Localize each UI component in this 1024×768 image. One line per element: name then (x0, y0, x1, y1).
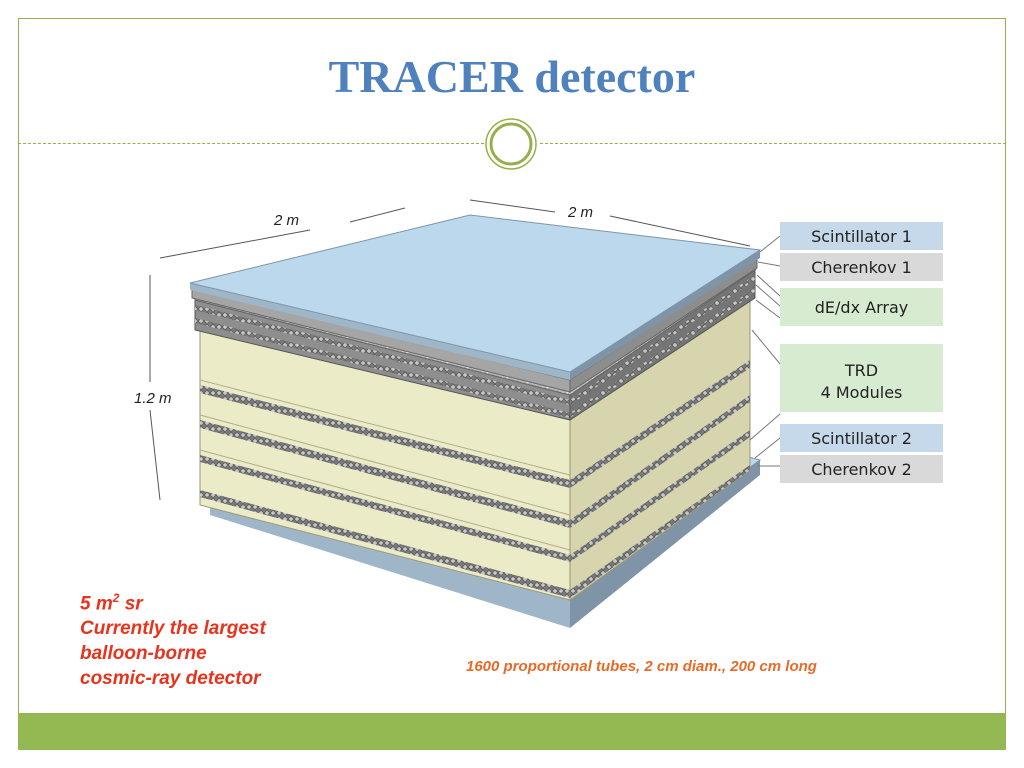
label-trd: TRD 4 Modules (780, 344, 943, 412)
trd-stack-side (569, 299, 751, 601)
label-trd-line1: TRD (844, 361, 879, 380)
dimension-width-left: 2 m (274, 212, 300, 229)
dim-line-width-right-b (609, 215, 751, 247)
label-dedx-array: dE/dx Array (780, 288, 943, 326)
bottom-scint-front (210, 505, 570, 628)
note-line-2: Currently the largest (80, 618, 266, 640)
acceptance-note: 5 m2 sr Currently the largest balloon-bo… (80, 586, 266, 691)
note-line-3: balloon-borne (80, 643, 207, 665)
tube-band-4 (200, 490, 570, 598)
tube-band-3 (200, 455, 570, 562)
circle-ornament-icon (485, 118, 537, 170)
label-cherenkov-2: Cherenkov 2 (780, 455, 943, 483)
title-divider-right (540, 143, 1006, 144)
dim-line-width-right-a (469, 199, 556, 213)
tube-band-2 (200, 420, 570, 528)
cherenkov-1-layer (191, 257, 758, 393)
dim-line-height-b (149, 409, 161, 501)
acceptance-line: 5 m2 sr (80, 591, 143, 615)
dimension-width-right: 2 m (568, 204, 594, 221)
top-scintillator-layer (189, 214, 762, 380)
dim-line-width-left-a (159, 229, 311, 259)
label-scintillator-1: Scintillator 1 (780, 222, 943, 250)
label-scintillator-2: Scintillator 2 (780, 424, 943, 452)
bottom-scint-side (570, 460, 760, 628)
footer-bar (18, 713, 1006, 750)
dim-line-width-left-b (349, 207, 406, 223)
label-trd-line2: 4 Modules (820, 383, 903, 402)
dimension-lines (149, 199, 751, 501)
slide-title: TRACER detector (328, 51, 696, 102)
top-scint-top (189, 214, 762, 373)
tube-band-1 (200, 385, 570, 488)
dimension-height: 1.2 m (134, 390, 172, 407)
title-divider-left (18, 143, 484, 144)
label-cherenkov-1: Cherenkov 1 (780, 253, 943, 281)
tubes-note: 1600 proportional tubes, 2 cm diam., 200… (466, 658, 817, 675)
note-line-4: cosmic-ray detector (80, 668, 261, 690)
